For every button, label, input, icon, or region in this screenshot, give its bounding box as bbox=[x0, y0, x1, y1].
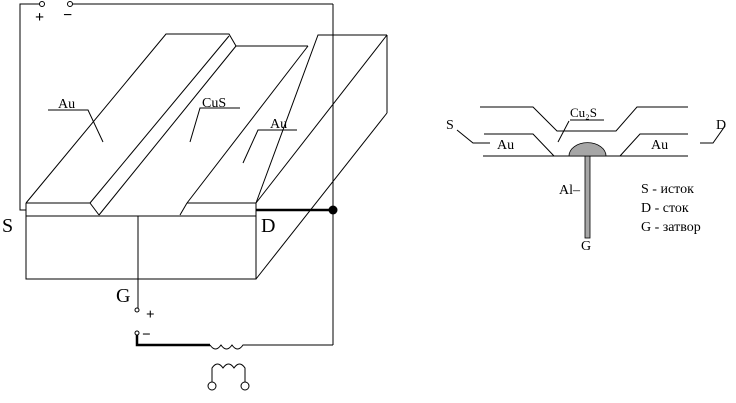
gate-return-wire bbox=[135, 335, 210, 347]
gate-plus-sign: + bbox=[146, 307, 155, 323]
au-left-layer bbox=[484, 133, 555, 157]
cs-label-gate: G bbox=[581, 239, 591, 254]
top-minus-sign: − bbox=[63, 7, 72, 24]
cs-label-au-right: Au bbox=[651, 138, 668, 153]
inductor-coil-secondary bbox=[211, 363, 246, 382]
cs-label-source: S bbox=[446, 118, 454, 133]
au-right-layer bbox=[619, 133, 688, 157]
al-gate-stem bbox=[584, 155, 591, 239]
cus-layer bbox=[480, 106, 688, 132]
label-drain: D bbox=[261, 215, 275, 237]
label-cus: CuS bbox=[202, 96, 226, 111]
label-source: S bbox=[2, 215, 13, 237]
label-gate: G bbox=[116, 285, 130, 307]
source-wire bbox=[19, 3, 40, 211]
coil-terminal-left bbox=[207, 381, 217, 391]
gate-minus-sign: − bbox=[142, 327, 151, 343]
junction-dot bbox=[328, 205, 338, 215]
legend-drain: D - сток bbox=[641, 201, 689, 216]
transistor-3d-diagram: + − Au CuS Au S D G + bbox=[2, 1, 388, 391]
terminal-minus bbox=[67, 1, 73, 7]
au-right-strip bbox=[255, 34, 387, 204]
gate-terminal-plus bbox=[134, 307, 140, 313]
substrate-front bbox=[25, 215, 257, 280]
cs-label-drain: D bbox=[716, 118, 726, 133]
label-au-left: Au bbox=[58, 97, 75, 112]
top-plus-sign: + bbox=[35, 9, 44, 26]
au-left-strip bbox=[25, 33, 308, 204]
cs-label-al: Al– bbox=[559, 183, 581, 198]
al-gate-dome bbox=[568, 142, 607, 157]
cs-label-cu2s: Cu₂S bbox=[570, 105, 597, 120]
legend-gate: G - затвор bbox=[641, 220, 701, 235]
gate-terminal-minus bbox=[134, 330, 140, 336]
cross-section-diagram: S Au Cu₂S Au D Al– G S - исток D - сток … bbox=[446, 105, 726, 254]
inductor-coil-primary bbox=[209, 344, 333, 350]
legend-source: S - исток bbox=[641, 182, 694, 197]
coil-terminal-right bbox=[240, 381, 250, 391]
label-au-right: Au bbox=[270, 117, 287, 132]
terminal-plus bbox=[39, 1, 45, 7]
cs-label-au-left: Au bbox=[497, 138, 514, 153]
